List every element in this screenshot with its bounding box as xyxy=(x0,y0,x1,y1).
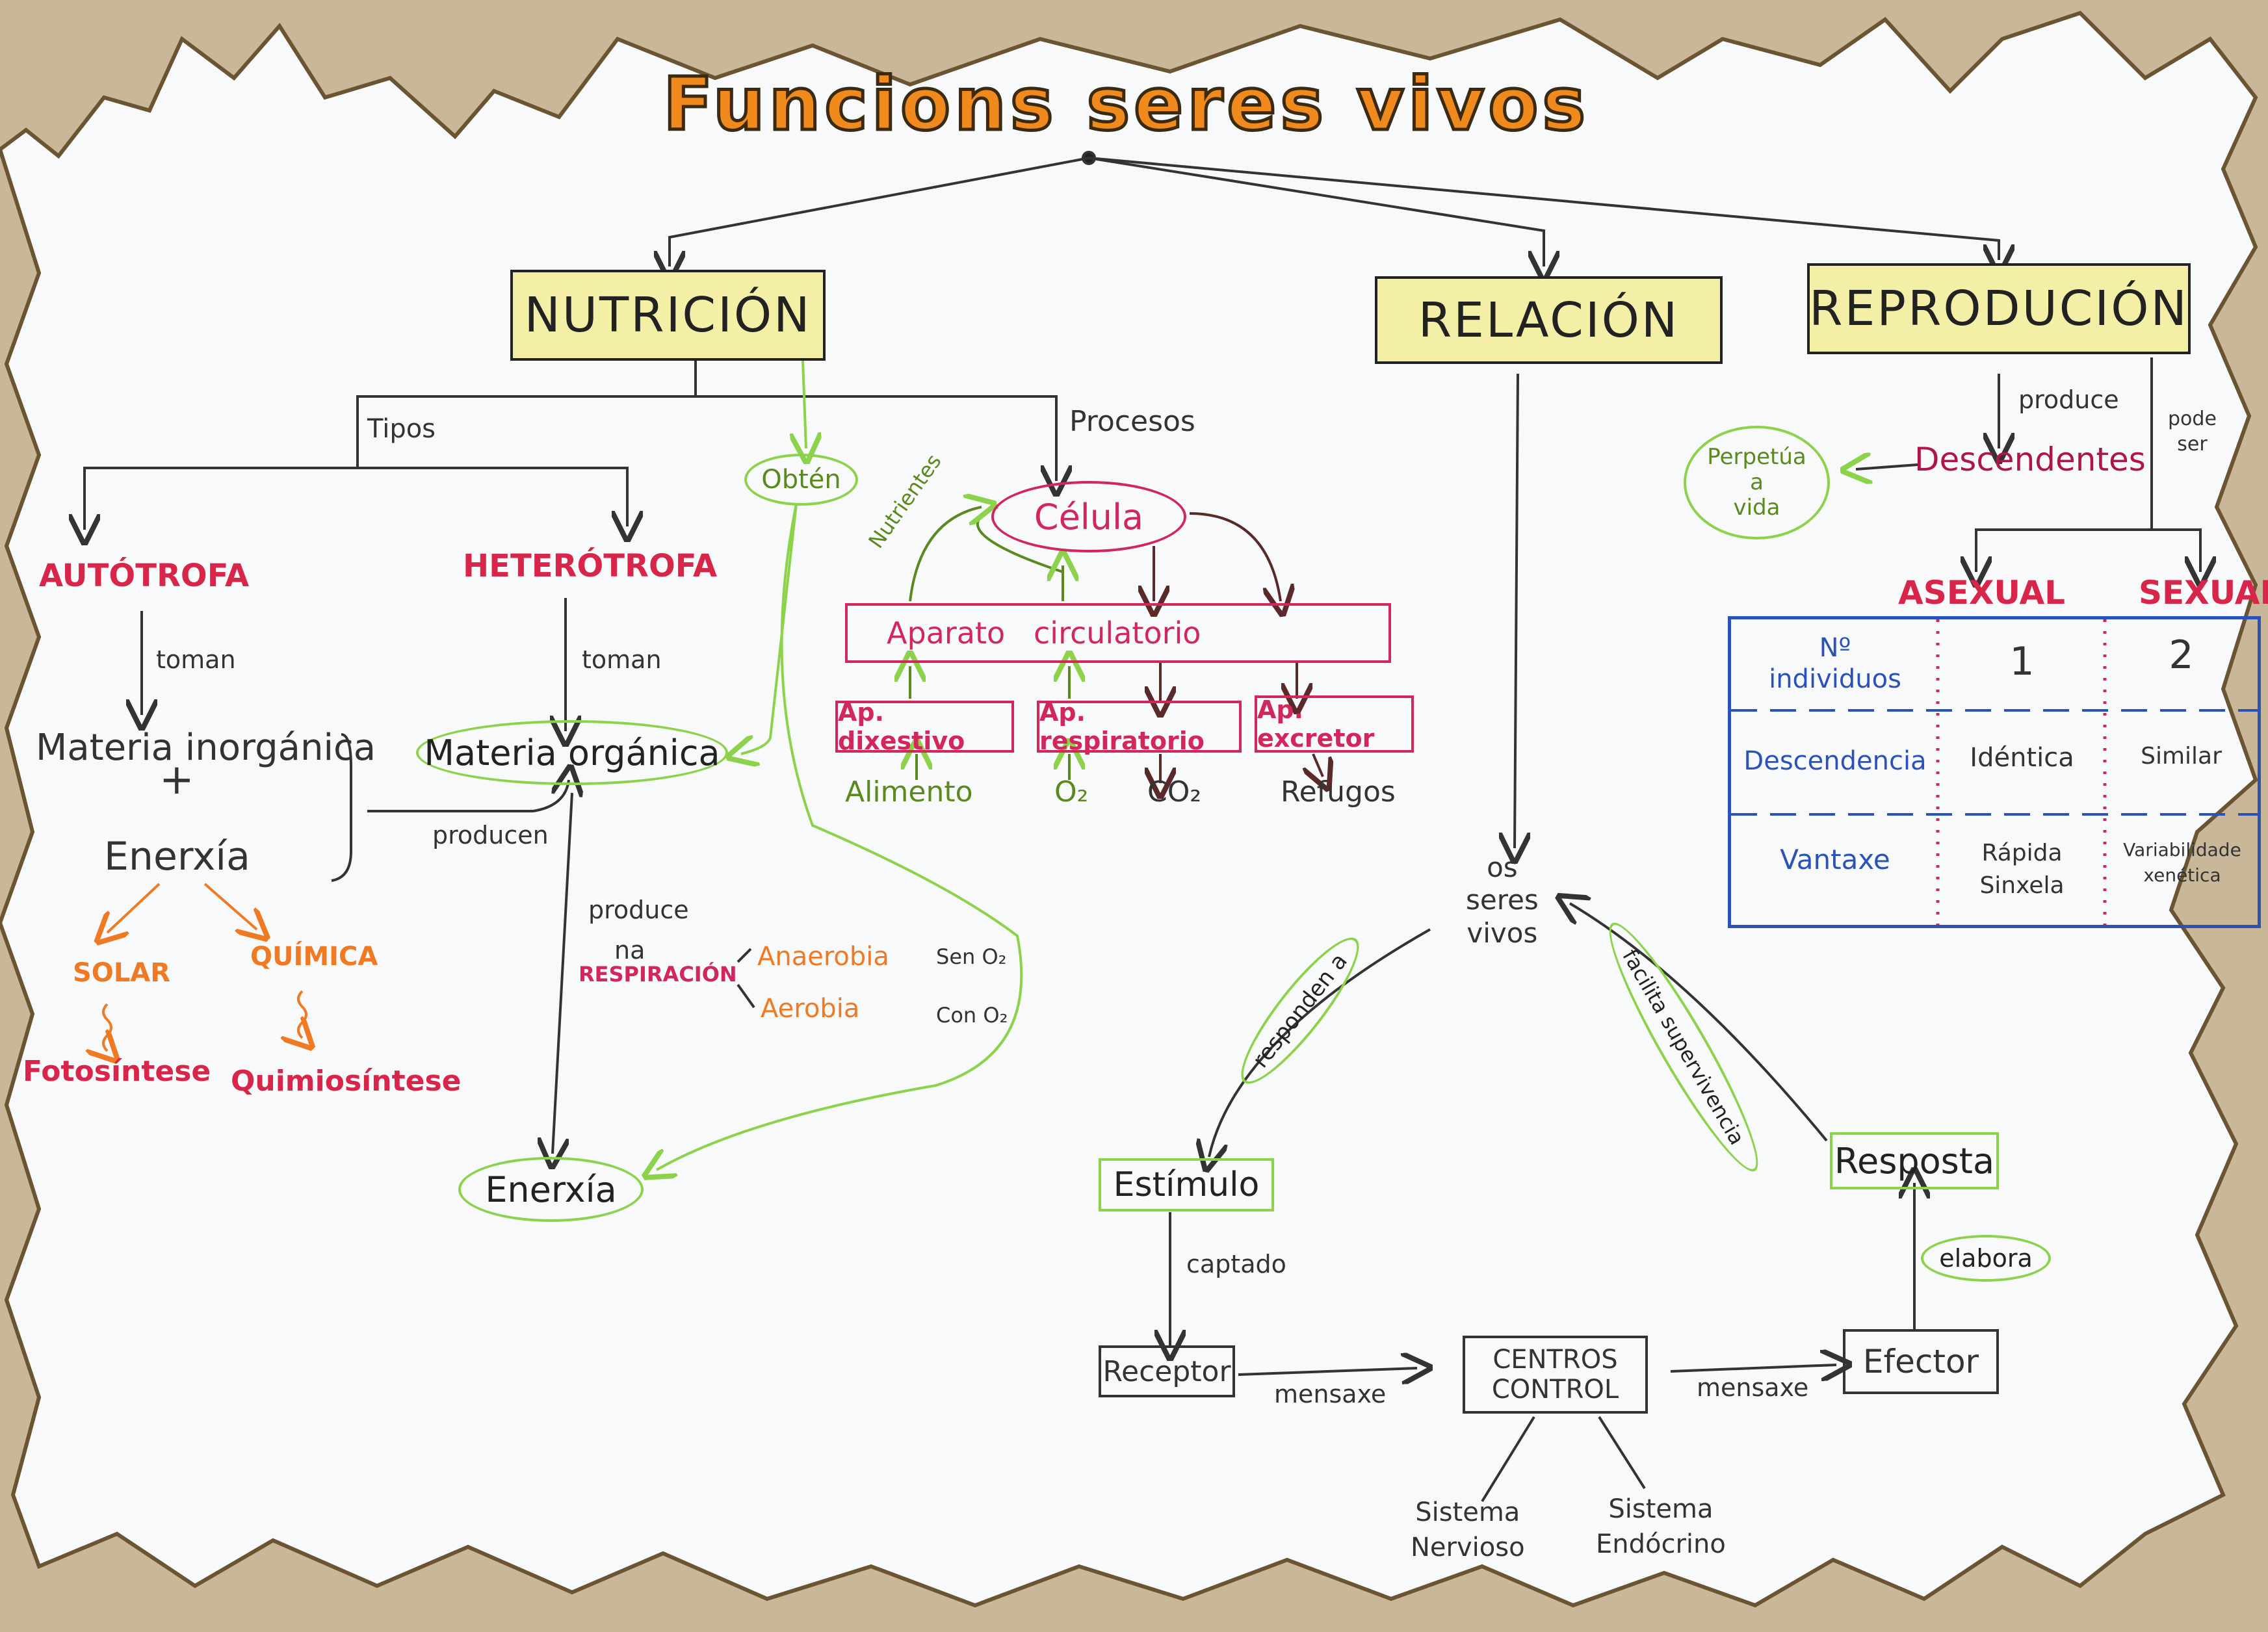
con-o2-label: Con O₂ xyxy=(936,1003,1008,1028)
individuos-line1: Nº xyxy=(1819,633,1851,663)
descendencia-sexual: Similar xyxy=(2141,743,2222,770)
control-label: CONTROL xyxy=(1491,1375,1619,1405)
quimiosintese-label: Quimiosíntese xyxy=(231,1065,462,1098)
vantaxe-sexual-1: Variabilidade xyxy=(2123,839,2241,861)
captado-label: captado xyxy=(1186,1250,1286,1278)
row-individuos-label: Nº individuos xyxy=(1738,632,1933,695)
aparato-circulatorio-box: Aparato circulatorio xyxy=(845,603,1391,663)
produce-repro-label: produce xyxy=(2018,385,2119,414)
obten-ellipse: Obtén xyxy=(744,454,858,506)
centros-label: CENTROS xyxy=(1492,1345,1618,1375)
na-label: na xyxy=(614,936,645,965)
elabora-ellipse: elabora xyxy=(1921,1235,2051,1282)
sistema-endocrino: Sistema Endócrino xyxy=(1596,1492,1726,1562)
enerxia-heterotrofa: Enerxía xyxy=(485,1169,617,1210)
reproduction-table: Nº individuos 1 2 Descendencia Idéntica … xyxy=(1728,616,2261,928)
resposta-box: Resposta xyxy=(1830,1132,1999,1189)
sistema-nervioso-1: Sistema xyxy=(1415,1497,1520,1527)
enerxia-ellipse: Enerxía xyxy=(458,1157,644,1222)
pode-label: pode xyxy=(2168,408,2217,430)
vantaxe-asexual: Rápida Sinxela xyxy=(1942,837,2102,903)
row-vantaxe-label: Vantaxe xyxy=(1780,844,1890,875)
vantaxe-asexual-1: Rápida xyxy=(1981,840,2063,866)
sexual-label: SEXUAL xyxy=(2139,574,2268,612)
materia-organica-ellipse: Materia orgánica xyxy=(416,720,728,785)
autotrofa-label: AUTÓTROFA xyxy=(39,558,250,594)
estimulo-box: Estímulo xyxy=(1099,1158,1274,1211)
alimento-label: Alimento xyxy=(845,775,973,809)
celula-label: Célula xyxy=(1034,496,1144,538)
aparato-circulatorio-label: Aparato circulatorio xyxy=(887,615,1201,651)
heterotrofa-toman: toman xyxy=(582,645,662,674)
heterotrofa-label: HETERÓTROFA xyxy=(463,548,718,584)
sistema-endocrino-2: Endócrino xyxy=(1596,1529,1726,1559)
producen-label: producen xyxy=(432,821,549,849)
aerobia-label: Aerobia xyxy=(761,994,860,1024)
efector-box: Efector xyxy=(1843,1329,1999,1394)
ap-dixestivo-box: Ap. dixestivo xyxy=(835,698,1014,755)
os-seres-vivos: os seres vivos xyxy=(1466,851,1539,950)
receptor-box: Receptor xyxy=(1099,1345,1235,1397)
descendencia-asexual: Idéntica xyxy=(1970,743,2074,773)
vivos-label: vivos xyxy=(1466,916,1538,949)
autotrofa-toman: toman xyxy=(156,645,236,674)
tipos-label: Tipos xyxy=(367,414,436,444)
ap-excretor-box: Ap. excretor xyxy=(1255,695,1414,753)
refugos-label: Refugos xyxy=(1281,775,1396,809)
produce-label: produce xyxy=(588,896,689,924)
perpetua-2: a xyxy=(1750,469,1764,495)
perpetua-1: Perpetúa xyxy=(1707,443,1806,470)
fotosintese-label: Fotosíntese xyxy=(23,1055,211,1088)
os-label: os xyxy=(1487,851,1518,883)
relacion-box: RELACIÓN xyxy=(1375,276,1723,364)
procesos-label: Procesos xyxy=(1069,405,1195,438)
nutricion-box: NUTRICIÓN xyxy=(510,270,826,361)
solar-label: SOLAR xyxy=(73,958,171,988)
perpetua-3: vida xyxy=(1733,495,1780,521)
o2-label: O₂ xyxy=(1054,775,1089,809)
seres-label: seres xyxy=(1466,884,1539,916)
co2-label: CO₂ xyxy=(1147,775,1201,809)
row-descendencia-label: Descendencia xyxy=(1743,746,1927,776)
plus-sign: + xyxy=(159,756,194,804)
vantaxe-sexual: Variabilidade xenética xyxy=(2107,837,2258,888)
quimica-label: QUÍMICA xyxy=(250,942,378,972)
vantaxe-asexual-2: Sinxela xyxy=(1979,872,2065,900)
individuos-asexual: 1 xyxy=(2009,639,2035,684)
page-title: Funcions seres vivos xyxy=(661,62,1590,147)
centros-control-box: CENTROS CONTROL xyxy=(1463,1336,1648,1414)
vantaxe-sexual-2: xenética xyxy=(2143,864,2221,887)
celula-ellipse: Célula xyxy=(991,481,1186,552)
asexual-label: ASEXUAL xyxy=(1898,574,2066,612)
ser-label: ser xyxy=(2177,433,2208,456)
mensaxe2-label: mensaxe xyxy=(1697,1373,1809,1402)
ap-respiratorio-box: Ap. respiratorio xyxy=(1037,698,1242,755)
materia-organica: Materia orgánica xyxy=(424,732,720,773)
individuos-line2: individuos xyxy=(1769,664,1901,694)
pode-ser-label: pode ser xyxy=(2168,406,2217,457)
materia-inorganica: Materia inorgánica xyxy=(36,727,376,769)
table-dividers xyxy=(1731,619,2258,925)
obten-label: Obtén xyxy=(761,465,841,495)
reproducion-box: REPRODUCIÓN xyxy=(1807,263,2191,354)
descendentes-label: Descendentes xyxy=(1914,441,2146,478)
elabora-label: elabora xyxy=(1939,1244,2033,1273)
sistema-nervioso-2: Nervioso xyxy=(1411,1533,1525,1562)
individuos-sexual: 2 xyxy=(2169,632,2194,678)
enerxia-autotrofa: Enerxía xyxy=(104,834,250,879)
anaerobia-label: Anaerobia xyxy=(757,942,889,972)
respiracion-label: RESPIRACIÓN xyxy=(579,962,737,987)
mensaxe1-label: mensaxe xyxy=(1274,1380,1387,1408)
sistema-nervioso: Sistema Nervioso xyxy=(1411,1495,1525,1565)
perpetua-ellipse: Perpetúa a vida xyxy=(1684,426,1830,539)
sistema-endocrino-1: Sistema xyxy=(1608,1494,1714,1524)
sen-o2-label: Sen O₂ xyxy=(936,944,1007,969)
